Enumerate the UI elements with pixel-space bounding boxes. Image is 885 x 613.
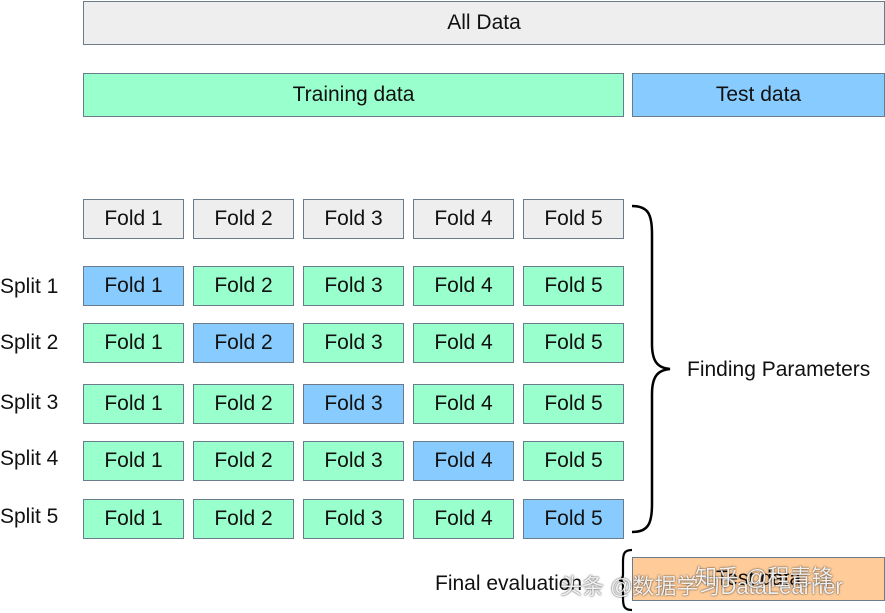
split-2-fold-2: Fold 2 <box>193 323 294 363</box>
split-3-fold-3: Fold 3 <box>303 384 404 424</box>
split-5-fold-4: Fold 4 <box>413 499 514 539</box>
split-4-fold-1: Fold 1 <box>83 441 184 481</box>
split-label-5: Split 5 <box>0 505 59 528</box>
header-fold-2: Fold 2 <box>193 199 294 239</box>
split-4-fold-3: Fold 3 <box>303 441 404 481</box>
split-label-2: Split 2 <box>0 331 59 354</box>
training-data-box: Training data <box>83 73 624 117</box>
final-test-data-box: Test data <box>632 557 885 601</box>
split-3-fold-2: Fold 2 <box>193 384 294 424</box>
header-fold-3: Fold 3 <box>303 199 404 239</box>
split-3-fold-5: Fold 5 <box>523 384 624 424</box>
split-3-fold-4: Fold 4 <box>413 384 514 424</box>
split-5-fold-2: Fold 2 <box>193 499 294 539</box>
split-1-fold-5: Fold 5 <box>523 266 624 306</box>
split-5-fold-3: Fold 3 <box>303 499 404 539</box>
finding-parameters-brace <box>631 204 671 534</box>
split-2-fold-3: Fold 3 <box>303 323 404 363</box>
split-1-fold-3: Fold 3 <box>303 266 404 306</box>
split-4-fold-5: Fold 5 <box>523 441 624 481</box>
split-5-fold-5: Fold 5 <box>523 499 624 539</box>
split-4-fold-2: Fold 2 <box>193 441 294 481</box>
split-3-fold-1: Fold 1 <box>83 384 184 424</box>
final-evaluation-brace <box>618 548 633 612</box>
finding-parameters-label: Finding Parameters <box>687 358 871 381</box>
split-4-fold-4: Fold 4 <box>413 441 514 481</box>
split-1-fold-2: Fold 2 <box>193 266 294 306</box>
split-1-fold-1: Fold 1 <box>83 266 184 306</box>
split-5-fold-1: Fold 1 <box>83 499 184 539</box>
split-1-fold-4: Fold 4 <box>413 266 514 306</box>
header-fold-5: Fold 5 <box>523 199 624 239</box>
split-2-fold-4: Fold 4 <box>413 323 514 363</box>
all-data-box: All Data <box>83 1 885 45</box>
split-label-3: Split 3 <box>0 391 59 414</box>
split-2-fold-1: Fold 1 <box>83 323 184 363</box>
header-fold-1: Fold 1 <box>83 199 184 239</box>
header-fold-4: Fold 4 <box>413 199 514 239</box>
split-2-fold-5: Fold 5 <box>523 323 624 363</box>
split-label-4: Split 4 <box>0 447 59 470</box>
final-evaluation-label: Final evaluation <box>435 572 583 595</box>
test-data-box: Test data <box>632 73 885 117</box>
split-label-1: Split 1 <box>0 275 59 298</box>
